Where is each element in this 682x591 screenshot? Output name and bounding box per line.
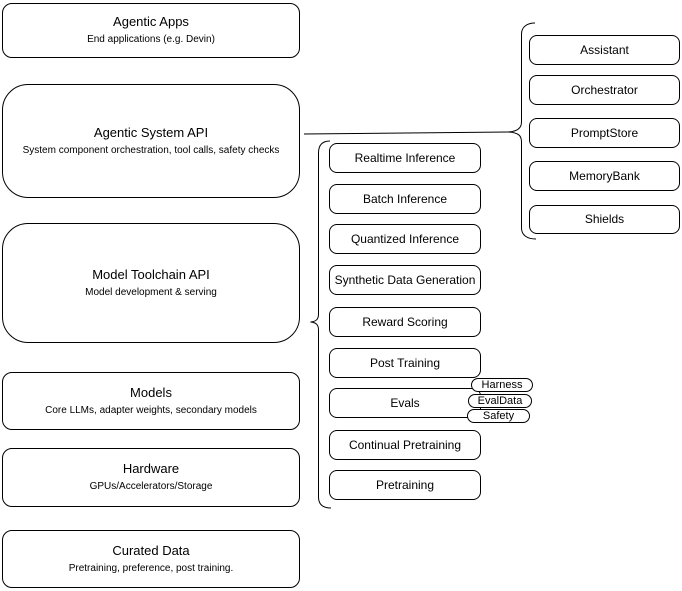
box-subtitle: GPUs/Accelerators/Storage: [89, 481, 213, 493]
box-continual-pretraining: Continual Pretraining: [329, 430, 481, 460]
system-api-connector-line: [303, 131, 509, 135]
box-subtitle: Model development & serving: [85, 286, 217, 298]
box-title: Model Toolchain API: [92, 266, 210, 282]
box-title: Curated Data: [112, 542, 190, 558]
box-label: Evals: [390, 395, 420, 410]
box-hardware: Hardware GPUs/Accelerators/Storage: [2, 448, 300, 507]
box-label: Reward Scoring: [362, 314, 448, 329]
box-title: Agentic Apps: [113, 14, 189, 30]
box-subtitle: System component orchestration, tool cal…: [22, 144, 280, 156]
box-title: Agentic System API: [93, 124, 209, 140]
box-curated-data: Curated Data Pretraining, preference, po…: [2, 530, 300, 588]
box-label: Pretraining: [375, 477, 435, 492]
box-model-toolchain-api: Model Toolchain API Model development & …: [2, 223, 300, 343]
box-orchestrator: Orchestrator: [529, 75, 680, 105]
pill-harness: Harness: [471, 378, 533, 392]
box-promptstore: PromptStore: [529, 118, 680, 148]
box-label: Post Training: [369, 355, 441, 370]
box-title: Models: [130, 384, 172, 400]
pill-label: Harness: [481, 378, 523, 391]
pill-evaldata: EvalData: [468, 394, 532, 408]
box-label: Quantized Inference: [350, 231, 460, 246]
box-label: Orchestrator: [571, 82, 638, 97]
box-label: Synthetic Data Generation: [334, 272, 476, 287]
box-label: Realtime Inference: [354, 150, 456, 165]
box-label: MemoryBank: [569, 168, 640, 183]
box-realtime-inference: Realtime Inference: [329, 143, 481, 173]
pill-safety: Safety: [467, 409, 530, 423]
box-models: Models Core LLMs, adapter weights, secon…: [2, 372, 300, 430]
box-subtitle: Pretraining, preference, post training.: [68, 562, 234, 574]
box-pretraining: Pretraining: [329, 470, 481, 500]
box-label: Continual Pretraining: [348, 437, 462, 452]
box-subtitle: Core LLMs, adapter weights, secondary mo…: [45, 404, 257, 416]
box-evals: Evals: [329, 388, 481, 418]
box-agentic-system-api: Agentic System API System component orch…: [2, 84, 300, 198]
box-batch-inference: Batch Inference: [329, 184, 481, 214]
toolchain-group-brace: [310, 140, 332, 509]
box-label: Shields: [584, 212, 625, 226]
box-synthetic-data-generation: Synthetic Data Generation: [329, 265, 481, 295]
box-title: Hardware: [122, 461, 180, 477]
box-memorybank: MemoryBank: [529, 161, 680, 191]
box-subtitle: End applications (e.g. Devin): [87, 34, 215, 46]
box-reward-scoring: Reward Scoring: [329, 307, 481, 337]
pill-label: Safety: [482, 409, 515, 422]
box-assistant: Assistant: [529, 35, 680, 65]
box-label: Assistant: [580, 42, 629, 57]
box-label: Batch Inference: [362, 191, 448, 206]
box-agentic-apps: Agentic Apps End applications (e.g. Devi…: [2, 3, 300, 58]
box-quantized-inference: Quantized Inference: [329, 224, 481, 254]
pill-label: EvalData: [477, 394, 523, 407]
box-shields: Shields: [529, 205, 680, 234]
box-post-training: Post Training: [329, 348, 481, 378]
box-label: PromptStore: [570, 125, 639, 140]
